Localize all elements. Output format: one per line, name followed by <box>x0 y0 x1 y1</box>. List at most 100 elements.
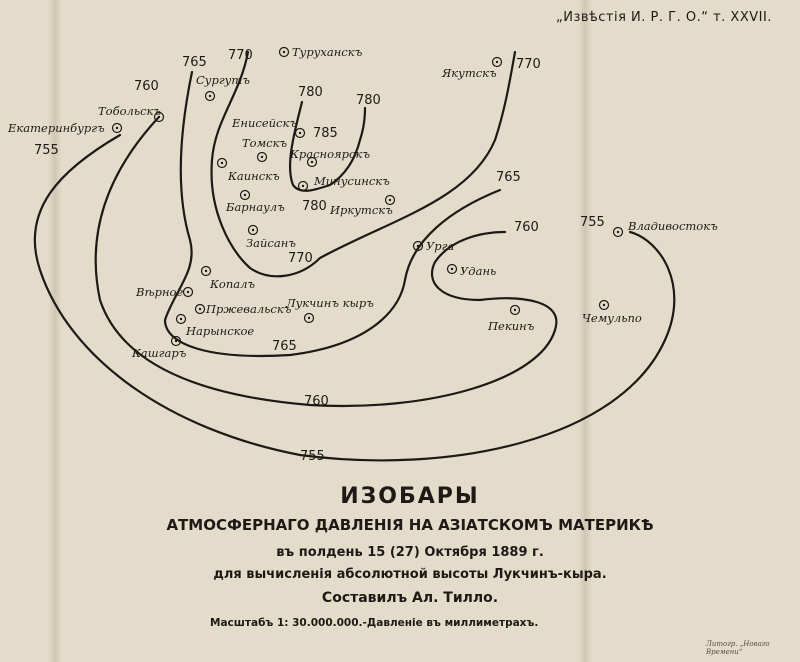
isobar-label: 755 <box>300 449 325 464</box>
isobar-label: 755 <box>34 143 59 158</box>
isobar-label: 780 <box>356 93 381 108</box>
paper-fold <box>578 0 592 662</box>
isobar-label: 765 <box>272 339 297 354</box>
city-label-peking: Пекинъ <box>487 319 535 333</box>
isobar-label: 755 <box>580 215 605 230</box>
city-marker <box>256 151 268 163</box>
city-marker <box>175 313 187 325</box>
map-purpose-line: для вычисленія абсолютной высоты Лукчинъ… <box>213 567 607 582</box>
circled-dot-icon <box>303 312 315 324</box>
city-label-udan: Удань <box>460 264 496 278</box>
circled-dot-icon <box>306 156 318 168</box>
paper-fold <box>48 0 62 662</box>
isobar-label: 760 <box>134 79 159 94</box>
isobar-label: 780 <box>298 85 323 100</box>
city-marker <box>297 180 309 192</box>
map-author-line: Составилъ Ал. Тилло. <box>321 590 499 606</box>
city-label-lukchin-kyr: Лукчинъ кыръ <box>285 296 374 310</box>
city-label-vernoe: Вѣрное <box>135 285 183 299</box>
circled-dot-icon <box>111 122 123 134</box>
circled-dot-icon <box>412 240 424 252</box>
isobar-label: 780 <box>302 199 327 214</box>
city-label-minusinsk: Минусинскъ <box>313 174 390 188</box>
city-label-surgut: Сургутъ <box>196 73 250 87</box>
city-marker <box>216 157 228 169</box>
city-marker <box>247 224 259 236</box>
city-marker <box>598 299 610 311</box>
city-marker <box>153 111 165 123</box>
isobar-760-outer <box>94 116 558 407</box>
map-date-line: въ полдень 15 (27) Октября 1889 г. <box>276 545 544 560</box>
city-label-przhevalsk: Пржевальскъ <box>205 302 292 316</box>
city-label-krasnoyarsk: Красноярскъ <box>289 147 370 161</box>
city-marker <box>509 304 521 316</box>
city-marker <box>303 312 315 324</box>
city-marker <box>294 127 306 139</box>
city-marker <box>194 303 206 315</box>
city-label-kashgar: Кашгаръ <box>131 346 187 360</box>
city-label-narynskoe: Нарынское <box>185 324 254 338</box>
circled-dot-icon <box>175 313 187 325</box>
city-label-kainsk: Каинскъ <box>227 169 280 183</box>
printer-credit: Литогр. „Новаго Времени“ <box>706 640 770 656</box>
isobar-label: 760 <box>514 220 539 235</box>
circled-dot-icon <box>294 127 306 139</box>
city-label-yeniseisk: Енисейскъ <box>231 116 297 130</box>
circled-dot-icon <box>247 224 259 236</box>
city-marker <box>491 56 503 68</box>
circled-dot-icon <box>216 157 228 169</box>
city-marker <box>278 46 290 58</box>
city-label-ekaterinburg: Екатеринбургъ <box>7 121 105 135</box>
isobar-label: 760 <box>304 394 329 409</box>
circled-dot-icon <box>194 303 206 315</box>
circled-dot-icon <box>239 189 251 201</box>
circled-dot-icon <box>278 46 290 58</box>
scale-legend: Масштабъ 1: 30.000.000.-Давленіе въ милл… <box>210 617 539 629</box>
map-subtitle: АТМОСФЕРНАГО ДАВЛЕНІЯ НА АЗІАТСКОМЪ МАТЕ… <box>166 516 654 534</box>
circled-dot-icon <box>297 180 309 192</box>
circled-dot-icon <box>384 194 396 206</box>
circled-dot-icon <box>509 304 521 316</box>
circled-dot-icon <box>153 111 165 123</box>
isobar-label: 765 <box>182 55 207 70</box>
city-label-zaisan: Зайсанъ <box>246 236 296 250</box>
circled-dot-icon <box>491 56 503 68</box>
isobar-765 <box>163 70 502 358</box>
city-marker <box>111 122 123 134</box>
isobar-label: 770 <box>288 251 313 266</box>
isobar-755 <box>33 133 676 462</box>
city-label-tobolsk: Тобольскъ <box>98 104 161 118</box>
journal-reference: „Извѣстія И. Р. Г. О.“ т. XXVII. <box>556 10 772 25</box>
map-title: ИЗОБАРЫ <box>340 484 480 509</box>
city-label-barnaul: Барнаулъ <box>225 200 285 214</box>
city-marker <box>306 156 318 168</box>
circled-dot-icon <box>612 226 624 238</box>
isobar-label: 770 <box>228 48 253 63</box>
city-marker <box>170 335 182 347</box>
city-marker <box>182 286 194 298</box>
isobar-lines <box>33 50 676 462</box>
city-marker <box>384 194 396 206</box>
city-label-irkutsk: Иркутскъ <box>329 203 393 217</box>
circled-dot-icon <box>170 335 182 347</box>
circled-dot-icon <box>182 286 194 298</box>
isobar-label: 785 <box>313 126 338 141</box>
city-marker <box>200 265 212 277</box>
isobar-label: 770 <box>516 57 541 72</box>
city-marker <box>612 226 624 238</box>
city-markers <box>111 46 624 347</box>
isobar-770-west <box>210 50 517 278</box>
city-label-vladivostok: Владивостокъ <box>627 219 718 233</box>
circled-dot-icon <box>200 265 212 277</box>
city-label-yakutsk: Якутскъ <box>441 66 497 80</box>
city-labels: Екатеринбургъ Тобольскъ Сургутъ Туруханс… <box>7 45 718 360</box>
city-label-turukhansk: Туруханскъ <box>292 45 363 59</box>
city-label-tomsk: Томскъ <box>242 136 287 150</box>
city-label-urga: Урга <box>426 239 454 253</box>
circled-dot-icon <box>256 151 268 163</box>
isobar-780-inner <box>288 100 367 192</box>
city-marker <box>412 240 424 252</box>
city-marker <box>446 263 458 275</box>
